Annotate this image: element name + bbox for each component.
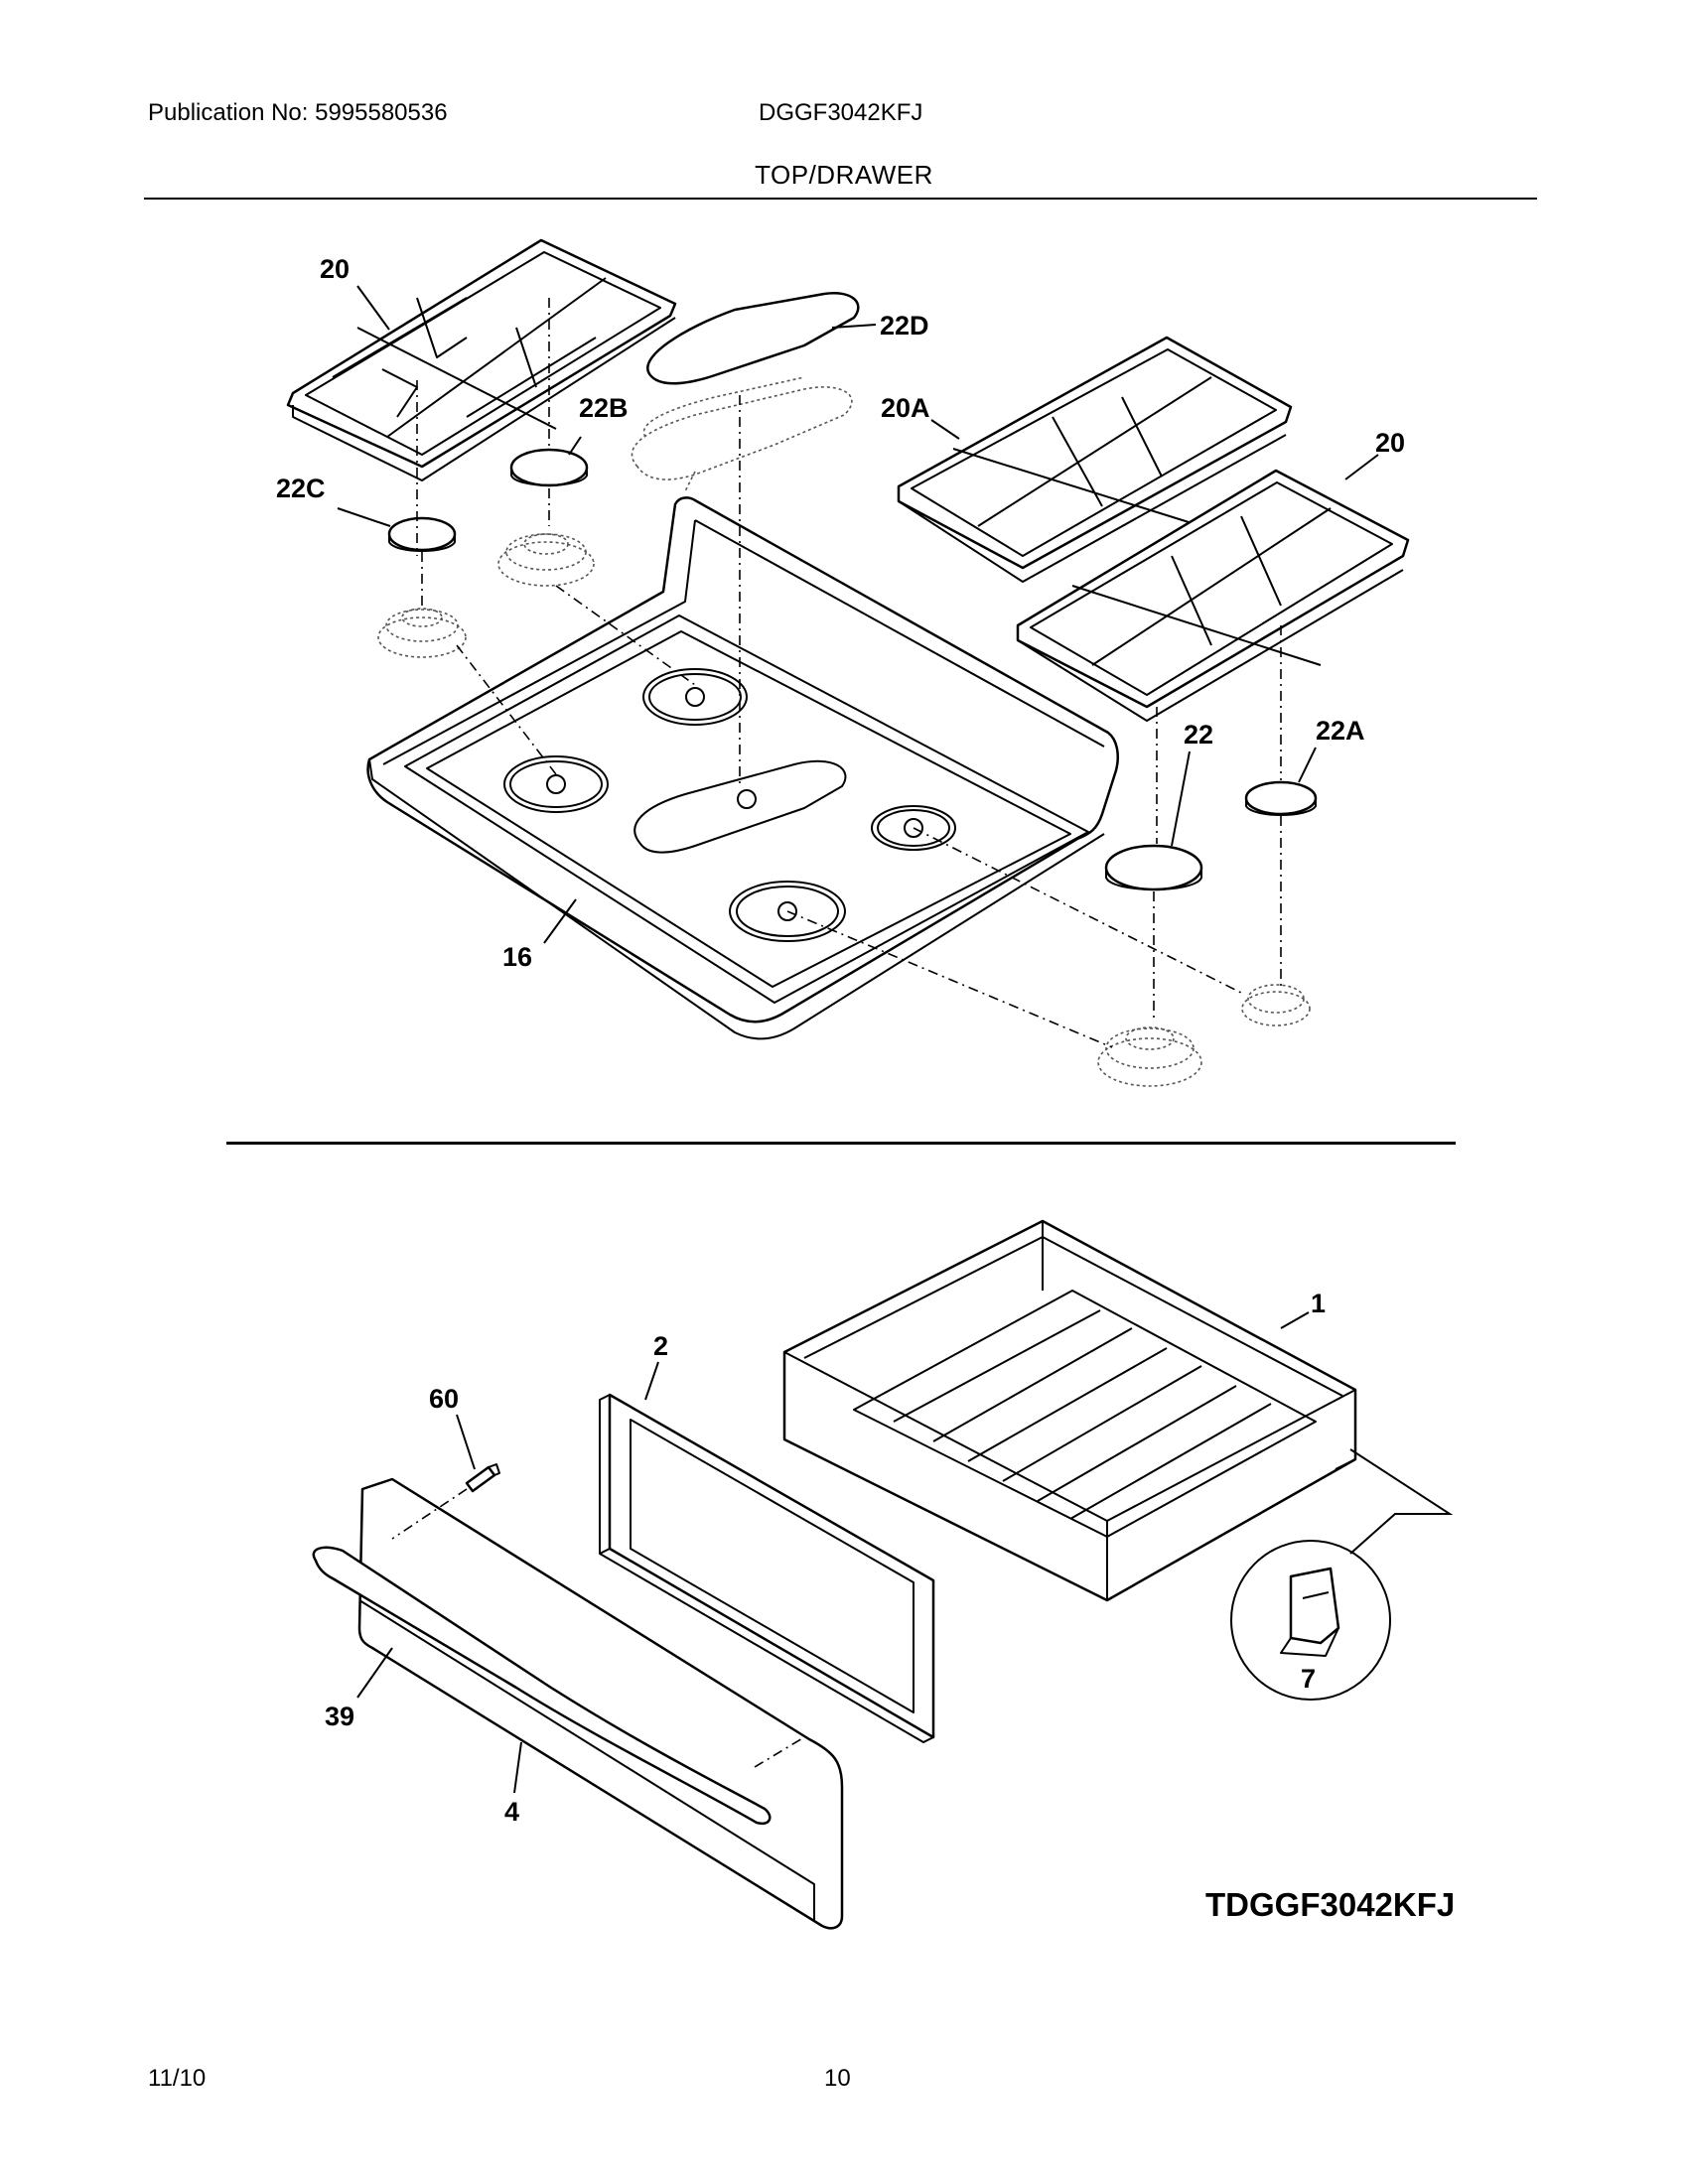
callout-22D: 22D [880,311,929,341]
callout-22B: 22B [579,393,629,423]
cooktop-main-top-part [366,496,1119,1040]
callout-4: 4 [504,1797,519,1827]
burner-cap-22A-part [1241,780,1318,1026]
callout-20-right: 20 [1375,428,1405,458]
section-title: TOP/DRAWER [755,160,933,190]
leader-lines-top [337,285,1379,944]
callout-22A: 22A [1316,716,1365,746]
callout-16: 16 [502,942,532,972]
footer-page-number: 10 [824,2065,851,2092]
footer-date: 11/10 [148,2065,207,2092]
callout-20-left: 20 [320,254,350,284]
callout-22C: 22C [276,474,326,503]
grate-right-part [1016,469,1410,722]
drawer-body-part [782,1219,1357,1602]
grate-left-part [286,238,677,481]
drawer-alignment-lines [391,1488,805,1768]
diagram-id-label: TDGGF3042KFJ [1205,1886,1455,1923]
callout-2: 2 [653,1331,668,1361]
callout-60: 60 [429,1384,459,1414]
drawer-front-panel-part [357,1477,844,1930]
alignment-lines [416,298,1282,1048]
drawer-handle-part [312,1546,772,1826]
callout-20A: 20A [881,393,930,423]
drawer-assembly: 1 2 60 39 4 7 TDGGF3042KFJ [312,1219,1455,1930]
header-divider [144,198,1537,200]
grate-center-right-part [897,336,1293,583]
drawer-inner-panel-part [599,1393,935,1743]
burner-cap-22B-part [497,448,595,587]
callout-1: 1 [1311,1289,1326,1318]
leader-lines-bottom [356,1311,1310,1794]
burner-cap-22-part [1097,844,1203,1087]
drawer-clip-detail-part [1230,1448,1454,1701]
screw-part [465,1463,500,1493]
burner-cap-22C-part [377,516,467,658]
callout-22: 22 [1184,720,1213,750]
publication-number: Publication No: 5995580536 [148,99,448,126]
callout-7: 7 [1301,1664,1316,1694]
oval-burner-cap-part [631,292,860,492]
model-number: DGGF3042KFJ [759,99,923,126]
cooktop-assembly: 20 22D 22B 20A 20 22C 22 22A 16 [276,238,1410,1087]
callout-39: 39 [325,1702,354,1731]
section-divider [226,1142,1456,1145]
